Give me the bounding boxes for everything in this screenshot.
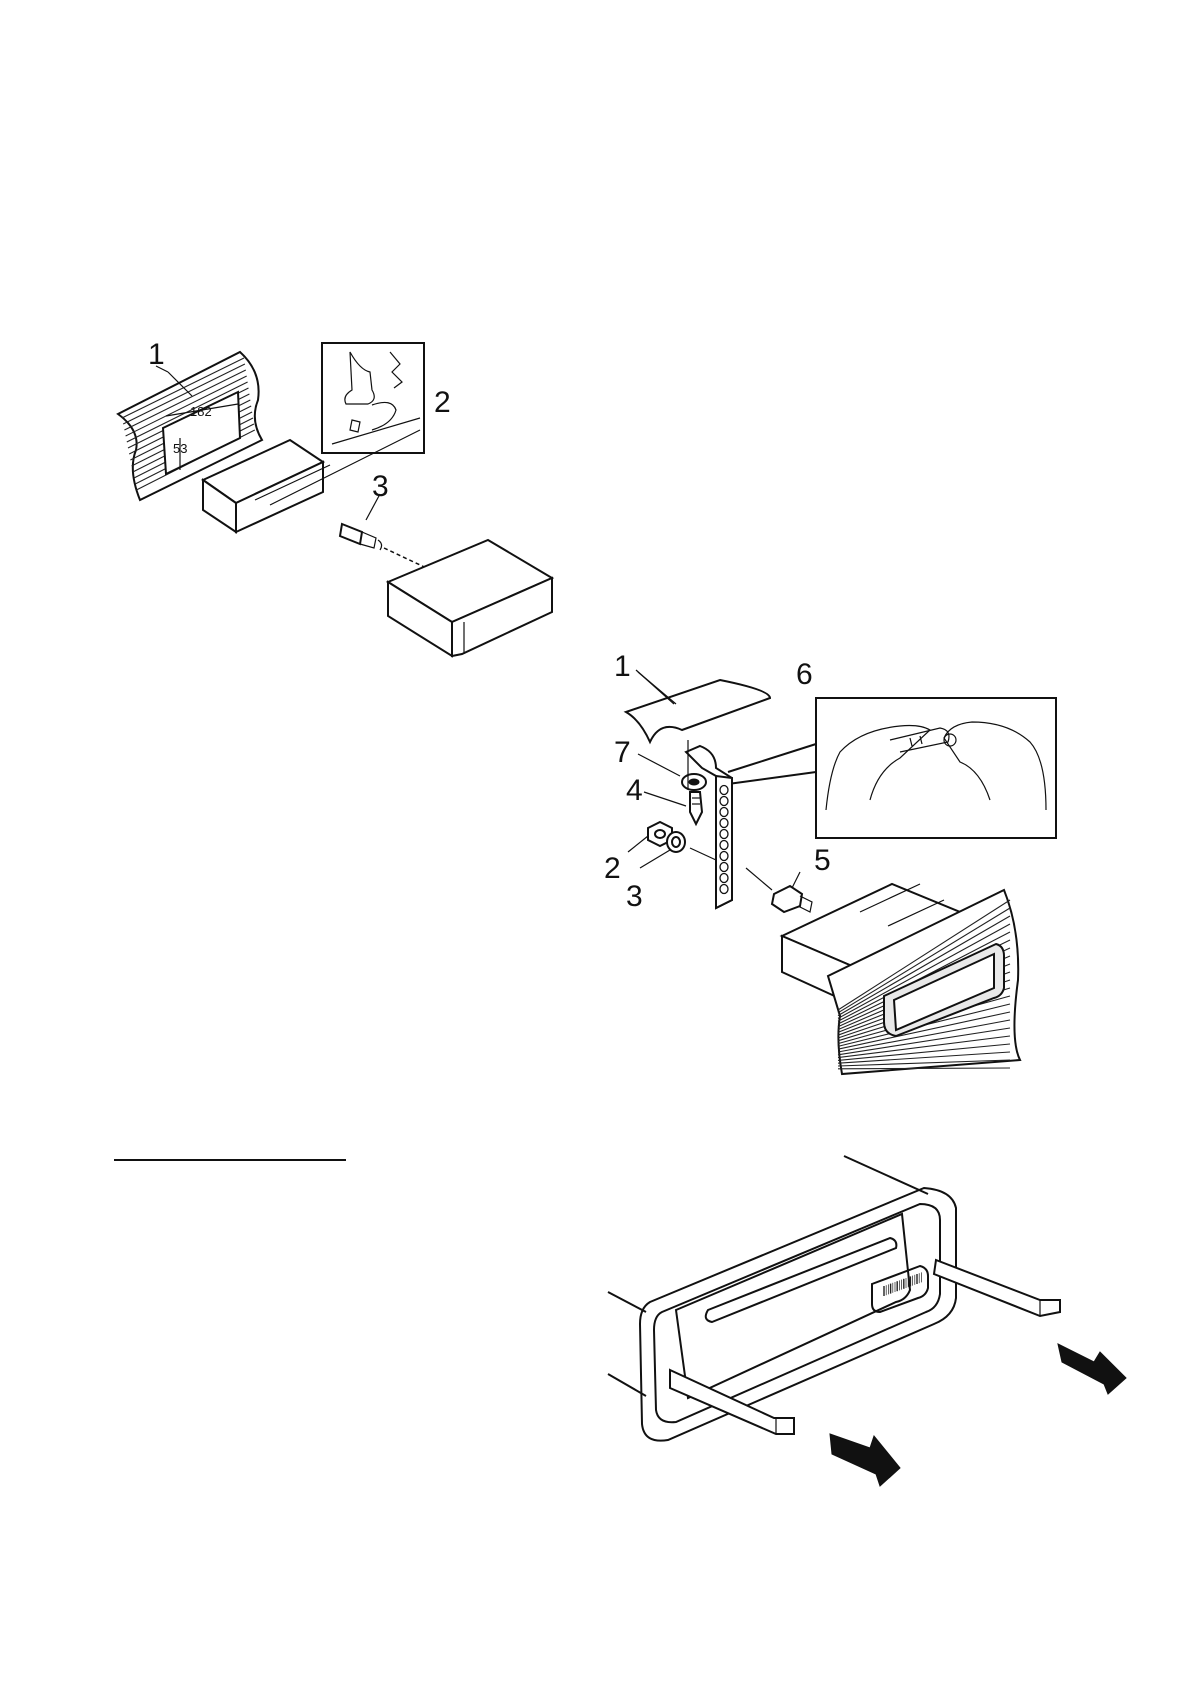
bracket-hole xyxy=(720,863,728,872)
callout-6: 6 xyxy=(796,658,813,691)
bracket-hole xyxy=(720,797,728,806)
dimension-height-label: 53 xyxy=(173,441,187,456)
bracket-hole xyxy=(720,841,728,850)
radio-unit-box xyxy=(388,540,552,656)
diagram-rear-bracket: 1 6 7 4 2 3 5 xyxy=(604,650,1056,1074)
inset-bracket-bending xyxy=(816,698,1056,838)
radio-faceplate xyxy=(640,1188,956,1441)
callout-3: 3 xyxy=(626,880,643,913)
bracket-hole xyxy=(720,830,728,839)
bracket-hole xyxy=(720,786,728,795)
lock-washer-part xyxy=(667,832,685,852)
diagram-radio-removal xyxy=(608,1156,1126,1486)
callout-2: 2 xyxy=(604,852,621,885)
callout-3: 3 xyxy=(372,470,389,503)
callout-1: 1 xyxy=(148,338,165,371)
callout-2: 2 xyxy=(434,386,451,419)
radio-in-dash xyxy=(782,884,1020,1074)
perforated-bracket xyxy=(686,746,732,908)
model-badge-barcode xyxy=(884,1272,921,1296)
diagram-dashboard-opening: 182 53 xyxy=(118,338,552,656)
mounting-plate xyxy=(626,672,770,742)
bracket-hole xyxy=(720,874,728,883)
bracket-hole xyxy=(720,819,728,828)
removal-key-left xyxy=(670,1370,794,1434)
dimension-width-label: 182 xyxy=(190,404,212,419)
bracket-hole xyxy=(720,808,728,817)
small-screw-part xyxy=(690,792,702,824)
inset-tab-bending xyxy=(322,343,424,453)
callout-4: 4 xyxy=(626,774,643,807)
bracket-hole xyxy=(720,885,728,894)
callout-5: 5 xyxy=(814,844,831,877)
bracket-hole xyxy=(720,852,728,861)
callout-7: 7 xyxy=(614,736,631,769)
bolt-part xyxy=(746,868,812,912)
pull-arrow-left xyxy=(830,1434,900,1486)
callout-1: 1 xyxy=(614,650,631,683)
pull-arrow-right xyxy=(1058,1344,1126,1394)
